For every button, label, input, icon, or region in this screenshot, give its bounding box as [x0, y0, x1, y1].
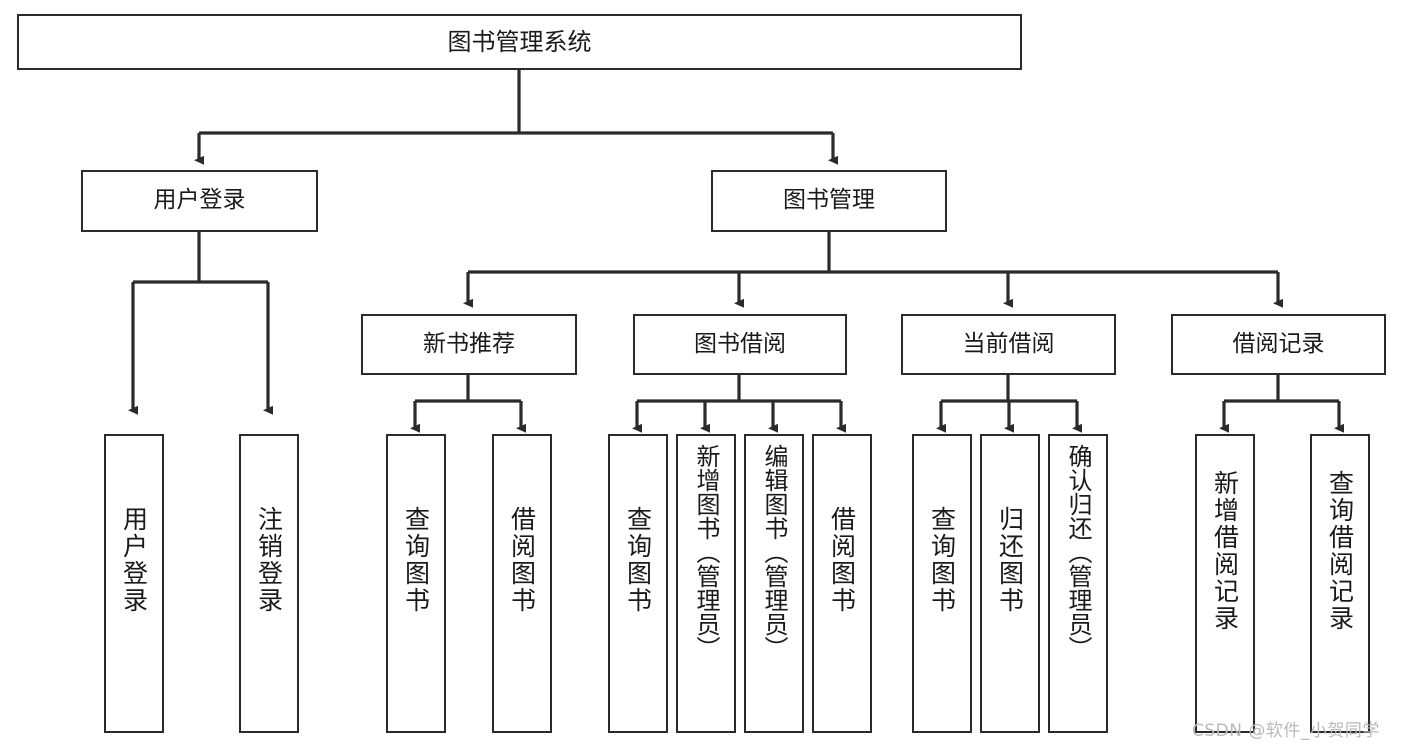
node-label: 新书推荐 [423, 330, 515, 357]
node-label: 查询图书 [623, 506, 653, 614]
node-label: 借阅图书 [507, 506, 537, 614]
node-label: 借阅图书 [827, 506, 857, 614]
leaf-query-book-new-recommend[interactable]: 查询图书 [386, 434, 446, 733]
node-label: 用户登录 [153, 187, 246, 214]
node-label: 用户登录 [119, 506, 149, 614]
node-label: 借阅记录 [1232, 330, 1325, 357]
node-label: 归还图书 [995, 506, 1025, 614]
node-book-borrow[interactable]: 图书借阅 [633, 314, 847, 375]
node-label: 编辑图书（管理员） [760, 444, 788, 660]
node-user-login[interactable]: 用户登录 [81, 170, 318, 232]
node-label: 新增借阅记录 [1210, 470, 1240, 632]
node-label: 查询借阅记录 [1325, 470, 1355, 632]
node-label: 图书管理系统 [447, 27, 592, 56]
node-label: 确认归还（管理员） [1064, 444, 1092, 660]
node-label: 查询图书 [401, 506, 431, 614]
node-label: 图书管理 [783, 187, 875, 214]
node-book-management[interactable]: 图书管理 [711, 170, 947, 232]
leaf-query-book-current[interactable]: 查询图书 [912, 434, 972, 733]
node-borrow-record[interactable]: 借阅记录 [1171, 314, 1386, 375]
leaf-borrow-book-borrow[interactable]: 借阅图书 [812, 434, 872, 733]
node-label: 注销登录 [254, 506, 284, 614]
csdn-watermark: CSDN @软件_小贺同学 [1192, 721, 1380, 741]
node-label: 查询图书 [927, 506, 957, 614]
node-label: 新增图书（管理员） [692, 444, 720, 660]
leaf-return-book[interactable]: 归还图书 [980, 434, 1040, 733]
leaf-confirm-return-admin[interactable]: 确认归还（管理员） [1048, 434, 1108, 733]
node-book-management-system[interactable]: 图书管理系统 [17, 14, 1022, 70]
node-current-borrow[interactable]: 当前借阅 [901, 314, 1116, 375]
leaf-query-borrow-record[interactable]: 查询借阅记录 [1310, 434, 1370, 733]
leaf-query-book-borrow[interactable]: 查询图书 [608, 434, 668, 733]
node-label: 图书借阅 [694, 330, 786, 357]
leaf-add-book-admin[interactable]: 新增图书（管理员） [676, 434, 736, 733]
leaf-user-login[interactable]: 用户登录 [104, 434, 164, 733]
node-label: 当前借阅 [962, 330, 1055, 357]
leaf-borrow-book-new-recommend[interactable]: 借阅图书 [492, 434, 552, 733]
leaf-add-borrow-record[interactable]: 新增借阅记录 [1195, 434, 1255, 733]
leaf-edit-book-admin[interactable]: 编辑图书（管理员） [744, 434, 804, 733]
leaf-user-logout[interactable]: 注销登录 [239, 434, 299, 733]
node-new-book-recommend[interactable]: 新书推荐 [361, 314, 577, 375]
